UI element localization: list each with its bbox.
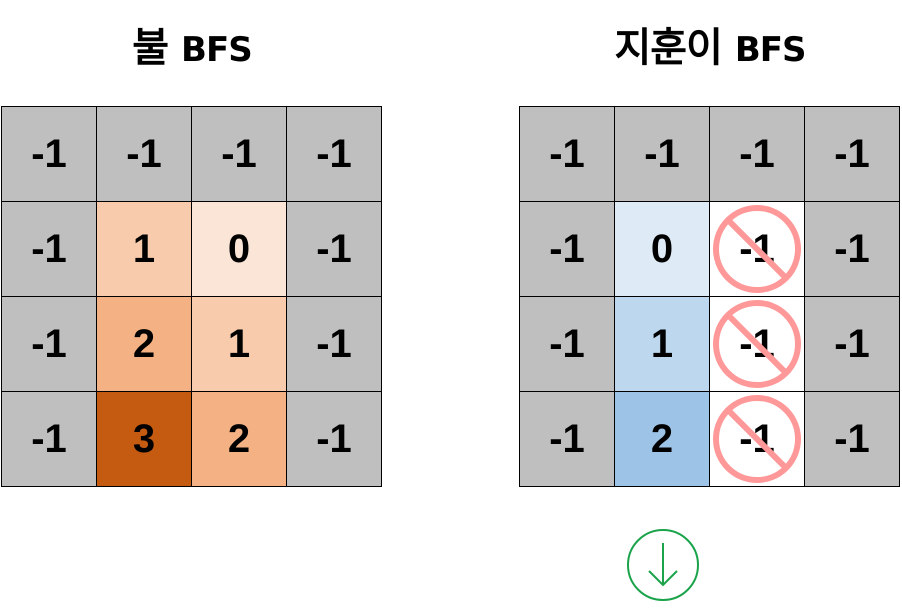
jihoon-grid-cell: -1: [710, 202, 804, 296]
jihoon-grid-cell: -1: [710, 107, 804, 201]
cell-value: 2: [227, 416, 251, 461]
cell-value: -1: [316, 321, 352, 366]
cell-value: 2: [650, 416, 674, 461]
fire-grid-cell: -1: [2, 392, 96, 486]
cell-value: -1: [31, 321, 67, 366]
jihoon-grid-cell: 2: [615, 392, 709, 486]
jihoon-grid-cell: 0: [615, 202, 709, 296]
cell-value: 2: [132, 321, 156, 366]
cell-value: -1: [549, 321, 585, 366]
jihoon-title-main: 지훈이: [614, 25, 723, 71]
fire-grid-cell: -1: [287, 392, 381, 486]
cell-value: -1: [221, 131, 257, 176]
jihoon-bfs-grid: -1-1-1-1-10-1-1-11-1-1-12-1-1: [519, 106, 900, 487]
fire-grid-cell: 3: [97, 392, 191, 486]
jihoon-grid-cell: -1: [710, 297, 804, 391]
jihoon-grid-cell: -1: [520, 202, 614, 296]
fire-title-main: 불: [132, 25, 169, 71]
jihoon-grid-cell: -1: [520, 297, 614, 391]
cell-value: 3: [132, 416, 156, 461]
cell-value: -1: [31, 226, 67, 271]
cell-value: -1: [31, 416, 67, 461]
cell-value: -1: [316, 416, 352, 461]
cell-value: 1: [650, 321, 674, 366]
fire-bfs-grid: -1 -1 -1 -1 -1 1 0 -1 -1 2 1 -1 -1 3 2 -1: [1, 106, 382, 487]
cell-value: -1: [834, 416, 870, 461]
cell-value: -1: [549, 131, 585, 176]
jihoon-grid-cell: -1: [805, 107, 899, 201]
cell-value: -1: [549, 226, 585, 271]
fire-title-suffix: BFS: [181, 30, 253, 70]
jihoon-grid-cell: 1: [615, 297, 709, 391]
down-arrow-circle-icon: [627, 529, 699, 601]
fire-grid-cell: 0: [192, 202, 286, 296]
cell-value: 1: [132, 226, 156, 271]
cell-value: 0: [227, 226, 251, 271]
cell-value: -1: [834, 131, 870, 176]
jihoon-grid-cell: -1: [805, 392, 899, 486]
fire-grid-cell: -1: [287, 202, 381, 296]
cell-value: 1: [227, 321, 251, 366]
fire-grid-cell: 2: [192, 392, 286, 486]
jihoon-bfs-title: 지훈이 BFS: [520, 18, 900, 78]
fire-grid-cell: -1: [287, 107, 381, 201]
jihoon-grid-cell: -1: [520, 392, 614, 486]
fire-grid-cell: -1: [2, 297, 96, 391]
jihoon-grid-cell: -1: [520, 107, 614, 201]
jihoon-grid-cell: -1: [805, 297, 899, 391]
cell-value: 0: [650, 226, 674, 271]
fire-bfs-title: 불 BFS: [2, 18, 382, 78]
prohibited-icon: [713, 395, 801, 483]
fire-grid-cell: -1: [192, 107, 286, 201]
cell-value: -1: [316, 226, 352, 271]
cell-value: -1: [31, 131, 67, 176]
prohibited-icon: [713, 300, 801, 388]
jihoon-grid-cell: -1: [710, 392, 804, 486]
cell-value: -1: [834, 321, 870, 366]
cell-value: -1: [549, 416, 585, 461]
fire-grid-cell: -1: [97, 107, 191, 201]
cell-value: -1: [644, 131, 680, 176]
fire-grid-cell: 1: [97, 202, 191, 296]
fire-grid-cell: 1: [192, 297, 286, 391]
cell-value: -1: [316, 131, 352, 176]
fire-grid-cell: -1: [287, 297, 381, 391]
fire-grid-cell: -1: [2, 202, 96, 296]
jihoon-title-suffix: BFS: [734, 30, 807, 70]
prohibited-icon: [713, 205, 801, 293]
jihoon-grid-cell: -1: [805, 202, 899, 296]
cell-value: -1: [834, 226, 870, 271]
fire-grid-cell: -1: [2, 107, 96, 201]
cell-value: -1: [739, 131, 775, 176]
fire-grid-cell: 2: [97, 297, 191, 391]
jihoon-grid-cell: -1: [615, 107, 709, 201]
cell-value: -1: [126, 131, 162, 176]
